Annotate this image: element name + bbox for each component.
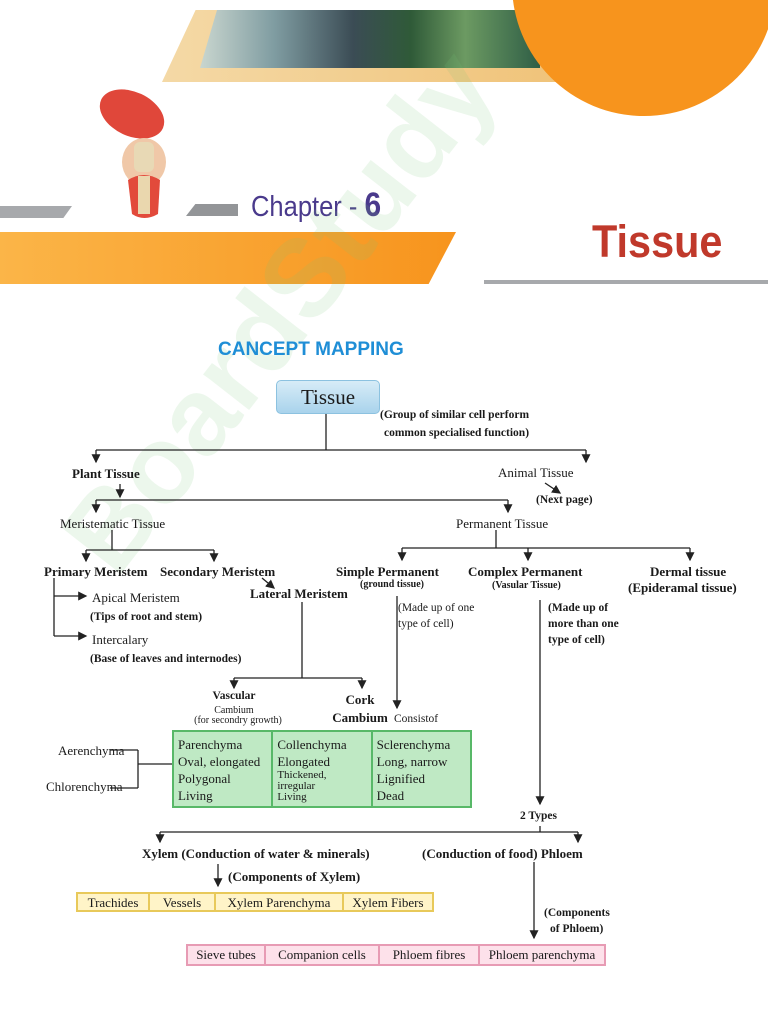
dermal-tissue-node: Dermal tissue bbox=[650, 564, 727, 579]
secondary-meristem-node: Secondary Meristem bbox=[160, 564, 276, 579]
knee-joint-illustration bbox=[99, 89, 166, 218]
table-cell: Phloem parenchyma bbox=[488, 947, 596, 962]
apical-note: (Tips of root and stem) bbox=[90, 611, 203, 623]
phloem-components-label: (Components bbox=[544, 907, 610, 919]
concept-map-heading: CANCEPT MAPPING bbox=[218, 339, 404, 360]
complex-permanent-sub: (Vasular Tissue) bbox=[492, 580, 561, 591]
phloem-node: (Conduction of food) Phloem bbox=[422, 846, 583, 861]
complex-note: (Made up of bbox=[548, 602, 609, 614]
complex-note: type of cell) bbox=[548, 634, 605, 646]
table-cell: Sieve tubes bbox=[188, 946, 266, 964]
table-cell: irregular bbox=[277, 780, 316, 792]
dermal-tissue-sub: (Epideramal tissue) bbox=[628, 580, 737, 595]
apical-meristem-node: Apical Meristem bbox=[92, 590, 180, 605]
table-cell: Trachides bbox=[78, 894, 150, 910]
simple-note: (Made up of one bbox=[398, 602, 475, 614]
chlorenchyma-label: Chlorenchyma bbox=[46, 779, 123, 794]
root-node: Tissue bbox=[276, 380, 380, 414]
header-photo-strip bbox=[200, 10, 540, 68]
complex-permanent-node: Complex Permanent bbox=[468, 564, 583, 579]
grey-bar-left bbox=[0, 206, 72, 218]
sclerenchyma-column: Sclerenchyma Long, narrow Lignified Dead bbox=[373, 732, 470, 806]
table-cell: Living bbox=[178, 788, 213, 803]
table-cell: Living bbox=[277, 791, 307, 803]
meristematic-tissue-node: Meristematic Tissue bbox=[60, 516, 166, 531]
simple-permanent-node: Simple Permanent bbox=[336, 564, 439, 579]
table-cell: Parenchyma bbox=[178, 737, 243, 752]
table-cell: Companion cells bbox=[266, 946, 380, 964]
aerenchyma-label: Aerenchyma bbox=[58, 743, 125, 758]
phloem-components-label: of Phloem) bbox=[550, 923, 604, 935]
xylem-components-table: Trachides Vessels Xylem Parenchyma Xylem… bbox=[76, 892, 434, 912]
vascular-cambium-note: (for secondry growth) bbox=[194, 715, 282, 726]
vascular-cambium-node: Vascular bbox=[212, 690, 256, 702]
plant-tissue-node: Plant Tissue bbox=[72, 466, 140, 481]
grey-bar-mid bbox=[186, 204, 238, 216]
orange-bar bbox=[0, 232, 456, 284]
simple-note: type of cell) bbox=[398, 618, 454, 630]
xylem-node: Xylem (Conduction of water & minerals) bbox=[142, 846, 370, 861]
table-cell: Thickened, bbox=[277, 769, 327, 781]
simple-permanent-sub: (ground tissue) bbox=[360, 579, 424, 590]
xylem-components-label: (Components of Xylem) bbox=[228, 869, 361, 884]
root-note: common specialised function) bbox=[384, 427, 530, 439]
table-cell: Xylem Parenchyma bbox=[216, 894, 344, 910]
table-cell: Lignified bbox=[376, 771, 426, 786]
lateral-meristem-node: Lateral Meristem bbox=[250, 586, 348, 601]
table-cell: Vessels bbox=[150, 894, 216, 910]
table-cell: Sclerenchyma bbox=[376, 737, 451, 752]
table-cell: Collenchyma bbox=[277, 737, 347, 752]
intercalary-node: Intercalary bbox=[92, 632, 149, 647]
intercalary-note: (Base of leaves and internodes) bbox=[90, 653, 242, 665]
chapter-number: 6 bbox=[364, 186, 382, 224]
animal-note: (Next page) bbox=[536, 494, 593, 506]
chapter-heading: Chapter - 6 bbox=[251, 186, 381, 226]
table-cell: Phloem fibres bbox=[380, 946, 480, 964]
two-types-label: 2 Types bbox=[520, 810, 557, 822]
permanent-tissue-node: Permanent Tissue bbox=[456, 516, 549, 531]
table-cell: Polygonal bbox=[178, 771, 231, 786]
animal-tissue-node: Animal Tissue bbox=[498, 465, 574, 480]
table-cell: Elongated bbox=[277, 754, 331, 769]
cork-cambium-node: Cork bbox=[345, 692, 375, 707]
simple-tissue-table: Parenchyma Oval, elongated Polygonal Liv… bbox=[172, 730, 472, 808]
chapter-title: Tissue bbox=[592, 216, 723, 267]
consist-of-label: Consistof bbox=[394, 713, 439, 725]
cork-cambium-node: Cambium bbox=[332, 710, 388, 725]
phloem-components-table: Sieve tubes Companion cells Phloem fibre… bbox=[186, 944, 606, 966]
table-cell: Oval, elongated bbox=[178, 754, 261, 769]
chapter-label: Chapter - bbox=[251, 191, 365, 223]
table-cell: Long, narrow bbox=[376, 754, 448, 769]
vascular-cambium-node: Cambium bbox=[214, 705, 254, 716]
parenchyma-column: Parenchyma Oval, elongated Polygonal Liv… bbox=[174, 732, 274, 806]
title-underline bbox=[484, 280, 768, 284]
complex-note: more than one bbox=[548, 618, 619, 630]
table-cell: Dead bbox=[376, 788, 405, 803]
root-note: (Group of similar cell perform bbox=[380, 409, 530, 421]
table-cell: Xylem Fibers bbox=[352, 895, 424, 910]
collenchyma-column: Collenchyma Elongated Thickened, irregul… bbox=[273, 732, 373, 806]
primary-meristem-node: Primary Meristem bbox=[44, 564, 148, 579]
